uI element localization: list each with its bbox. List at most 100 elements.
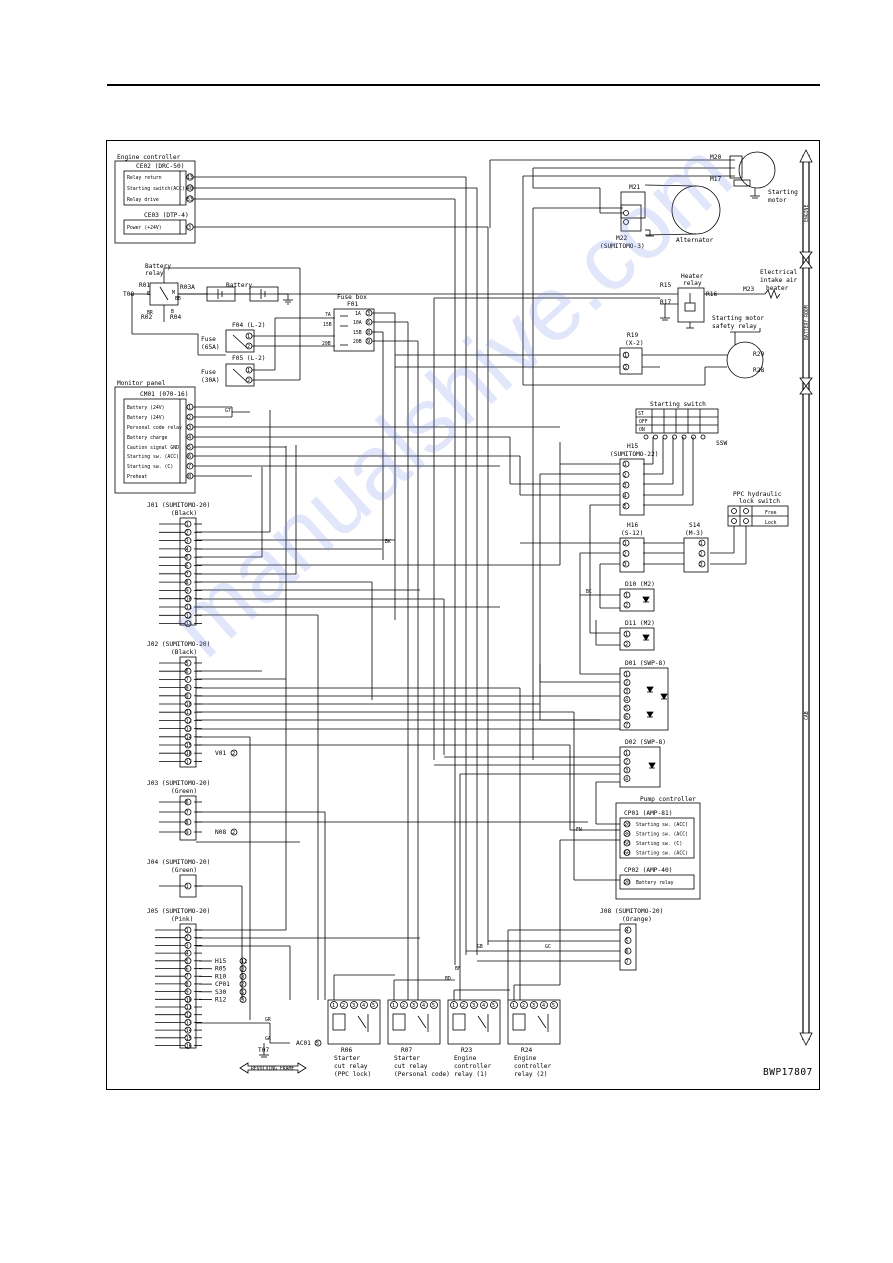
svg-text:6: 6	[625, 715, 628, 721]
ssw-row-st: ST	[638, 411, 644, 417]
j08-pin-circle	[624, 958, 632, 965]
j05-pin: 12	[186, 1013, 192, 1019]
h15-pin-circle	[622, 492, 630, 499]
j02-pin: 10	[186, 702, 192, 708]
svg-text:2: 2	[624, 365, 627, 371]
j03-color: (Green)	[171, 788, 197, 795]
j04-color: (Green)	[171, 867, 197, 874]
t08-label: T08	[123, 291, 134, 298]
diode-pin	[623, 670, 631, 678]
svg-text:1: 1	[332, 1003, 335, 1009]
m17-label: M17	[710, 176, 721, 183]
j01-pin: 11	[186, 605, 192, 611]
j03-title: J03 (SUMITOMO-20)	[147, 780, 210, 787]
r16-label: R16	[706, 291, 717, 298]
j05-title: J05 (SUMITOMO-20)	[147, 908, 210, 915]
svg-text:4: 4	[422, 1003, 425, 1009]
diode-pin	[623, 775, 631, 782]
j05-pin: 2	[186, 936, 189, 942]
r15-label: R15	[660, 282, 671, 289]
fuse-box-left-2: 15B	[323, 322, 332, 328]
cp01-pin: 60	[624, 851, 630, 857]
cp02-pin: 20	[624, 880, 630, 886]
fuse-box-right-2: 10A	[353, 320, 362, 326]
ssw-label: SSW	[716, 440, 727, 447]
d11-label: D11 (M2)	[625, 620, 655, 627]
cp01-pin: 20	[624, 822, 630, 828]
j05-pin: 8	[186, 982, 189, 988]
j05-ref: R10	[215, 973, 226, 980]
j05-pin: 13	[186, 1020, 192, 1026]
h16-pin-circle	[622, 550, 630, 557]
cp02-label: CP02 (AMP-40)	[624, 867, 672, 874]
svg-text:4: 4	[362, 1003, 365, 1009]
diode-symbol	[646, 686, 654, 693]
h16-connector	[619, 537, 645, 573]
s14-pin-circle	[698, 550, 706, 557]
h15-pin: 5	[624, 504, 627, 510]
j03-pin: 9	[186, 830, 189, 836]
ssw-pin	[691, 434, 696, 440]
h15-connector	[619, 458, 645, 516]
m22-type: (SUMITOMO-3)	[600, 243, 645, 250]
f04-label: F04 (L-2)	[232, 322, 266, 329]
j03-pin: 8	[186, 820, 189, 826]
revolving-frame-arrow	[239, 1062, 307, 1074]
safety-relay-title-2: safety relay	[712, 323, 757, 330]
j03-connector	[179, 795, 197, 841]
ce03-connector	[123, 219, 187, 235]
diode-pin	[623, 630, 631, 638]
cp01-row: Starting sw. (C)	[636, 841, 682, 847]
d11-connector	[619, 627, 655, 651]
monitor-pin-5: 5	[188, 445, 191, 451]
s14-type: (M-3)	[685, 530, 704, 537]
j05-connector	[179, 923, 197, 1049]
svg-text:3: 3	[625, 689, 628, 695]
j04-pin: 1	[186, 884, 189, 890]
svg-text:3: 3	[532, 1003, 535, 1009]
j05-ref: R05	[215, 966, 226, 973]
j02-pin: 13	[186, 727, 192, 733]
relay-line-3: (Personal code)	[394, 1071, 450, 1078]
svg-text:5: 5	[492, 1003, 495, 1009]
j01-pin: 3	[186, 539, 189, 545]
diode-symbol	[642, 634, 650, 641]
monitor-row-5: Caution signal GND	[127, 445, 179, 451]
j05-ref-pin: 3	[241, 967, 244, 973]
relay-line-3: (PPC lock)	[334, 1071, 371, 1078]
fuse-box-pin-3: 8	[367, 330, 370, 336]
relay-id: R24	[521, 1047, 532, 1054]
j08-pin-circle	[624, 926, 632, 934]
ce03-pin: 3	[188, 225, 191, 231]
svg-text:2: 2	[462, 1003, 465, 1009]
j02-pin: 16	[186, 751, 192, 757]
diagram-frame	[106, 140, 820, 1090]
j01-connector	[179, 517, 197, 626]
s14-pin: 2	[700, 552, 703, 558]
svg-text:3: 3	[472, 1003, 475, 1009]
ssw-pin	[662, 434, 668, 440]
svg-text:2: 2	[625, 642, 628, 648]
heater-relay-title-2: relay	[683, 280, 702, 287]
starting-switch-title: Starting switch	[650, 401, 706, 408]
j08-connector	[619, 923, 637, 971]
h15-pin: 1	[624, 462, 627, 468]
engine-controller-title: Engine controller	[117, 154, 181, 161]
cp02-row: Battery relay	[636, 880, 674, 886]
diode-symbol	[646, 711, 654, 718]
gr-tag: GR	[265, 1017, 271, 1023]
zone-battery-room: BATTERY ROOM	[804, 305, 810, 340]
diode-pin	[623, 721, 631, 729]
monitor-row-4: Battery charge	[127, 435, 168, 441]
j01-color: (Black)	[171, 510, 197, 517]
j04-title: J04 (SUMITOMO-20)	[147, 859, 210, 866]
heater-relay-box	[677, 287, 705, 323]
h15-pin-circle	[622, 460, 630, 468]
r04-label: R04	[170, 314, 181, 321]
h16-title: H16	[627, 522, 638, 529]
fuse-f05	[225, 363, 255, 387]
ssw-row-off: OFF	[639, 419, 648, 425]
ac01-pin: 5	[316, 1041, 319, 1047]
diode-pin	[623, 766, 631, 774]
